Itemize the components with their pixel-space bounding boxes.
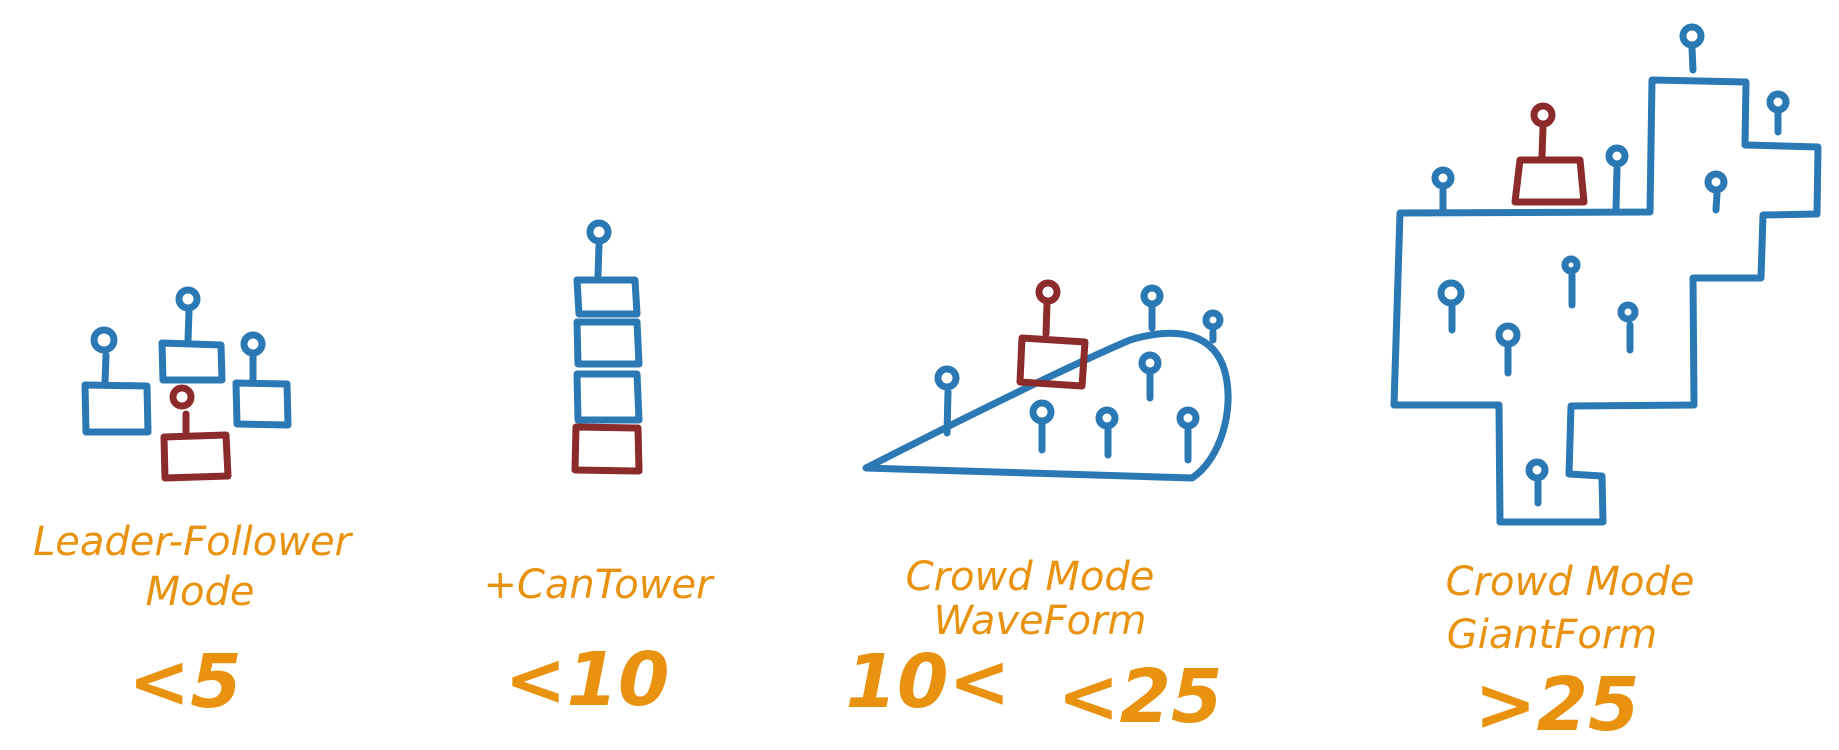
panel-caption-line: +CanTower [483, 562, 715, 608]
panel-caption-line: Leader-Follower [33, 519, 354, 565]
giant-outline [1390, 76, 1822, 526]
follower-unit [158, 286, 226, 384]
wave-outline [862, 329, 1232, 482]
panel-caption-line: Crowd Mode [906, 554, 1155, 600]
panel-caption-line: WaveForm [933, 598, 1146, 644]
leader-unit [1016, 279, 1089, 390]
follower-pins [1431, 23, 1790, 507]
follower-pins [934, 284, 1224, 464]
follower-unit [81, 326, 152, 436]
follower-unit [232, 331, 292, 429]
threshold-upper: <25 [1058, 654, 1223, 740]
threshold-lower: 10< [846, 639, 1011, 725]
panel-crowd-waveform: Crowd Mode WaveForm 10< <25 [846, 279, 1232, 740]
panel-caption-line: Crowd Mode [1446, 559, 1695, 605]
leader-unit [1511, 102, 1588, 206]
panel-crowd-giantform: Crowd Mode GiantForm >25 [1390, 23, 1822, 748]
panel-can-tower: +CanTower <10 [483, 219, 715, 723]
panel-leader-follower: Leader-Follower Mode <5 [33, 286, 354, 725]
tower-leader-base [571, 423, 643, 475]
threshold-label: >25 [1475, 662, 1640, 748]
leader-unit [160, 384, 232, 482]
panel-caption-line: GiantForm [1447, 612, 1658, 658]
panel-caption-line: Mode [146, 569, 255, 615]
threshold-label: <10 [505, 637, 670, 723]
threshold-label: <5 [128, 639, 242, 725]
tower-follower-stack [573, 219, 643, 424]
